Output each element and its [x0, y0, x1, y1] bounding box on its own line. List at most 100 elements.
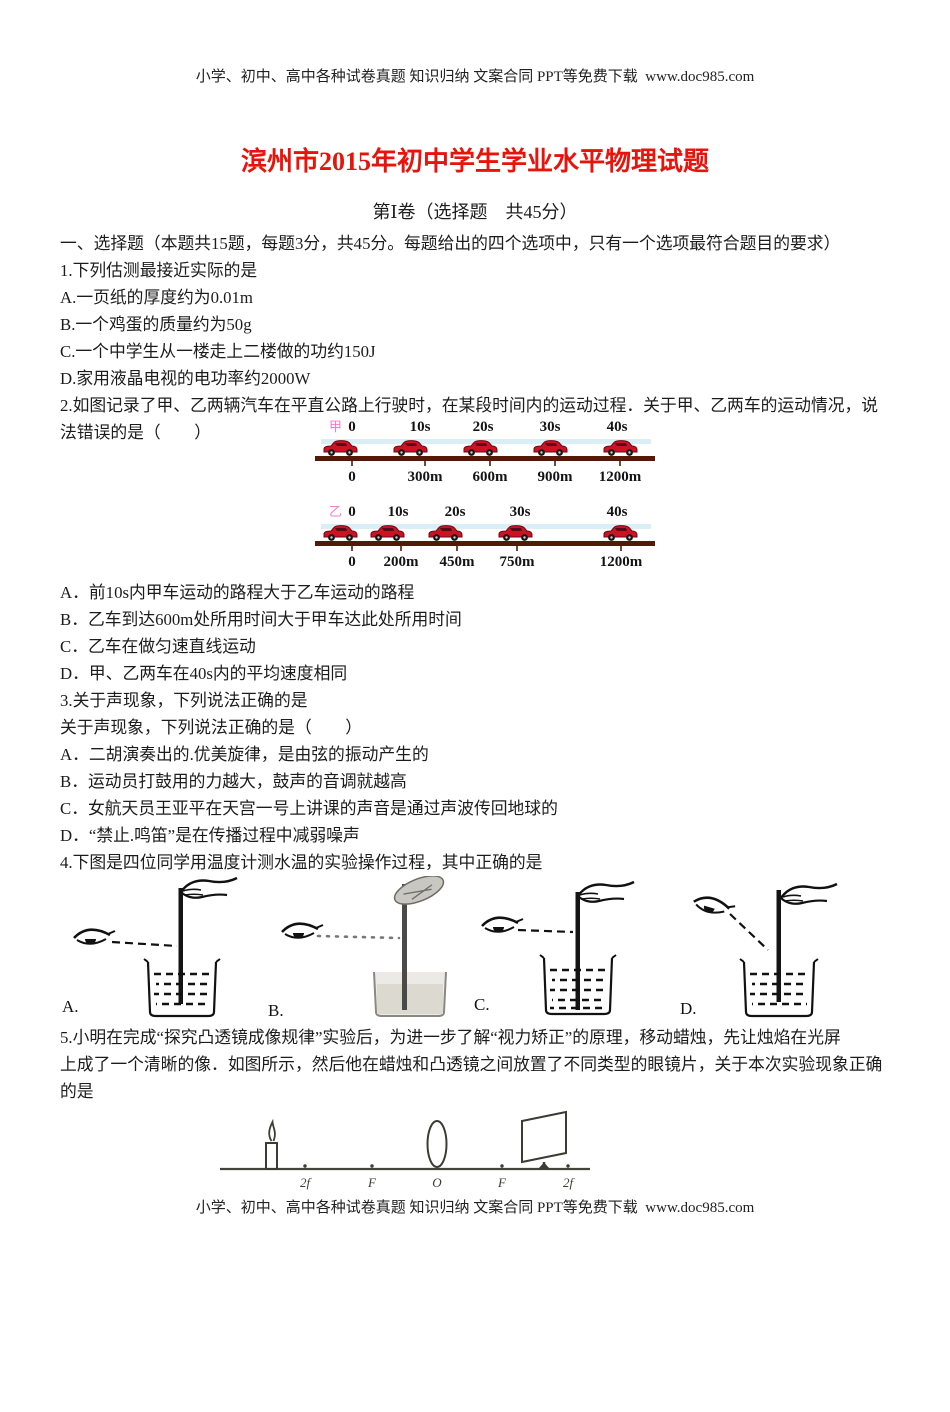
- beaker-icon: [742, 961, 816, 1018]
- time-label: 0: [348, 419, 356, 435]
- axis-label: F: [497, 1175, 507, 1190]
- time-label: 10s: [388, 504, 409, 520]
- beaker-rim: [143, 958, 221, 963]
- distance-label: 1200m: [599, 469, 642, 485]
- thermometer-icon: [402, 884, 407, 1010]
- beaker-icon: [542, 957, 614, 1016]
- time-label: 0: [348, 504, 356, 520]
- motion-diagram-jia: 甲 0 10s 20s 30s 40s 0 300m: [315, 419, 655, 485]
- lens-diagram: 2f F O F 2f: [220, 1110, 590, 1190]
- q5-stem-line2: 上成了一个清晰的像．如图所示，然后他在蜡烛和凸透镜之间放置了不同类型的眼镜片，关…: [60, 1055, 883, 1074]
- q2-option-a: A．前10s内甲车运动的路程大于乙车运动的路程: [60, 583, 415, 602]
- eye-icon: [72, 928, 117, 946]
- q1-stem: 1.下列估测最接近实际的是: [60, 261, 258, 280]
- page-header: 小学、初中、高中各种试卷真题 知识归纳 文案合同 PPT等免费下载 www.do…: [195, 69, 755, 85]
- q1-option-c: C.一个中学生从一楼走上二楼做的功约150J: [60, 342, 376, 361]
- sky-band: [321, 524, 651, 529]
- screen-icon: [521, 1110, 567, 1169]
- beaker-rim: [539, 954, 617, 959]
- distance-label: 600m: [473, 469, 509, 485]
- distance-label: 1200m: [600, 554, 643, 570]
- candle-icon: [265, 1118, 278, 1170]
- figure-thermometer-row: A. B.: [60, 876, 910, 1018]
- thermometer-icon: [575, 892, 580, 1010]
- subfigure-label: D.: [680, 999, 697, 1018]
- distance-label: 0: [348, 469, 356, 485]
- distance-label: 200m: [384, 554, 420, 570]
- thermometer-figure-c: C.: [474, 880, 636, 1016]
- vehicle-yi-marker: 乙: [329, 504, 342, 519]
- water-fill: [377, 984, 443, 1014]
- time-label: 40s: [607, 419, 628, 435]
- axis-label: 2f: [300, 1175, 313, 1190]
- hand-icon: [393, 876, 445, 905]
- q3-option-c: C．女航天员王亚平在天宫一号上讲课的声音是通过声波传回地球的: [60, 799, 558, 818]
- time-label: 20s: [445, 504, 466, 520]
- sight-line: [729, 913, 769, 951]
- thermometer-icon: [776, 890, 781, 1002]
- subfigure-label: C.: [474, 995, 490, 1014]
- section-intro: 一、选择题（本题共15题，每题3分，共45分。每题给出的四个选项中，只有一个选项…: [60, 234, 841, 253]
- q2-option-c: C．乙车在做匀速直线运动: [60, 637, 256, 656]
- axis-ticks: [303, 1164, 570, 1168]
- motion-diagram-yi: 乙 0 10s 20s 30s 40s 0 200m: [315, 504, 655, 570]
- q4-stem: 4.下图是四位同学用温度计测水温的实验操作过程，其中正确的是: [60, 853, 543, 872]
- axis-label: 2f: [563, 1175, 576, 1190]
- figure-lens-diagram: 2f F O F 2f: [220, 1107, 590, 1195]
- q3-stem-line1: 3.关于声现象，下列说法正确的是: [60, 691, 308, 710]
- water-lines: [550, 968, 606, 1010]
- subfigure-label: A.: [62, 997, 79, 1016]
- hand-icon: [576, 880, 636, 903]
- doc-title: 滨州市2015年初中学生学业水平物理试题: [240, 147, 709, 176]
- page-footer: 小学、初中、高中各种试卷真题 知识归纳 文案合同 PPT等免费下载 www.do…: [195, 1200, 755, 1216]
- thermometer-figure-a: A.: [62, 876, 239, 1018]
- beaker-rim: [739, 958, 819, 963]
- road-ticks: [351, 461, 621, 466]
- eye-icon: [480, 916, 525, 934]
- q3-option-a: A．二胡演奏出的.优美旋律，是由弦的振动产生的: [60, 745, 429, 764]
- water-lines: [154, 972, 210, 1006]
- q3-option-b: B．运动员打鼓用的力越大，鼓声的音调就越高: [60, 772, 407, 791]
- distance-label: 0: [348, 554, 356, 570]
- hand-icon: [179, 876, 239, 899]
- q2-stem-line1: 2.如图记录了甲、乙两辆汽车在平直公路上行驶时，在某段时间内的运动过程．关于甲、…: [60, 396, 879, 415]
- thermometer-figure-d: D.: [680, 882, 839, 1018]
- section-heading: 第Ⅰ卷（选择题 共45分）: [372, 202, 578, 222]
- sight-line: [517, 928, 574, 934]
- axis-label: O: [432, 1175, 442, 1190]
- hand-icon: [779, 882, 839, 905]
- figure-motion-yi: 乙 0 10s 20s 30s 40s 0 200m: [315, 501, 655, 571]
- thermometer-figure-b: B.: [268, 876, 447, 1018]
- sight-line: [111, 940, 178, 948]
- figure-motion-jia: 甲 0 10s 20s 30s 40s 0 300m: [315, 416, 655, 486]
- distance-label: 300m: [408, 469, 444, 485]
- vehicle-jia-marker: 甲: [329, 419, 342, 434]
- exam-body: 一、选择题（本题共15题，每题3分，共45分。每题给出的四个选项中，只有一个选项…: [0, 230, 950, 1195]
- time-label: 30s: [510, 504, 531, 520]
- q2-option-d: D．甲、乙两车在40s内的平均速度相同: [60, 664, 348, 683]
- eye-icon: [690, 892, 737, 921]
- sight-line: [316, 934, 401, 940]
- q5-stem-line3: 的是: [60, 1082, 94, 1101]
- q3-stem-line2: 关于声现象，下列说法正确的是（ ）: [60, 718, 363, 737]
- q3-option-d: D．“禁止.鸣笛”是在传播过程中减弱噪声: [60, 826, 360, 845]
- water-lines: [750, 972, 808, 1006]
- road-ticks: [351, 546, 622, 551]
- q2-option-b: B．乙车到达600m处所用时间大于甲车达此处所用时间: [60, 610, 462, 629]
- subfigure-label: B.: [268, 1001, 284, 1018]
- exam-page: 小学、初中、高中各种试卷真题 知识归纳 文案合同 PPT等免费下载 www.do…: [0, 68, 950, 1412]
- q1-option-d: D.家用液晶电视的电功率约2000W: [60, 369, 311, 388]
- time-label: 20s: [473, 419, 494, 435]
- q1-option-a: A.一页纸的厚度约为0.01m: [60, 288, 253, 307]
- axis-label: F: [367, 1175, 377, 1190]
- q1-option-b: B.一个鸡蛋的质量约为50g: [60, 315, 252, 334]
- lens-icon: [426, 1120, 448, 1168]
- time-label: 10s: [410, 419, 431, 435]
- q2-stem-line2: 法错误的是（ ）: [60, 423, 212, 442]
- distance-label: 900m: [538, 469, 574, 485]
- distance-label: 750m: [500, 554, 536, 570]
- time-label: 30s: [540, 419, 561, 435]
- distance-label: 450m: [440, 554, 476, 570]
- thermometer-icon: [178, 888, 183, 1004]
- time-label: 40s: [607, 504, 628, 520]
